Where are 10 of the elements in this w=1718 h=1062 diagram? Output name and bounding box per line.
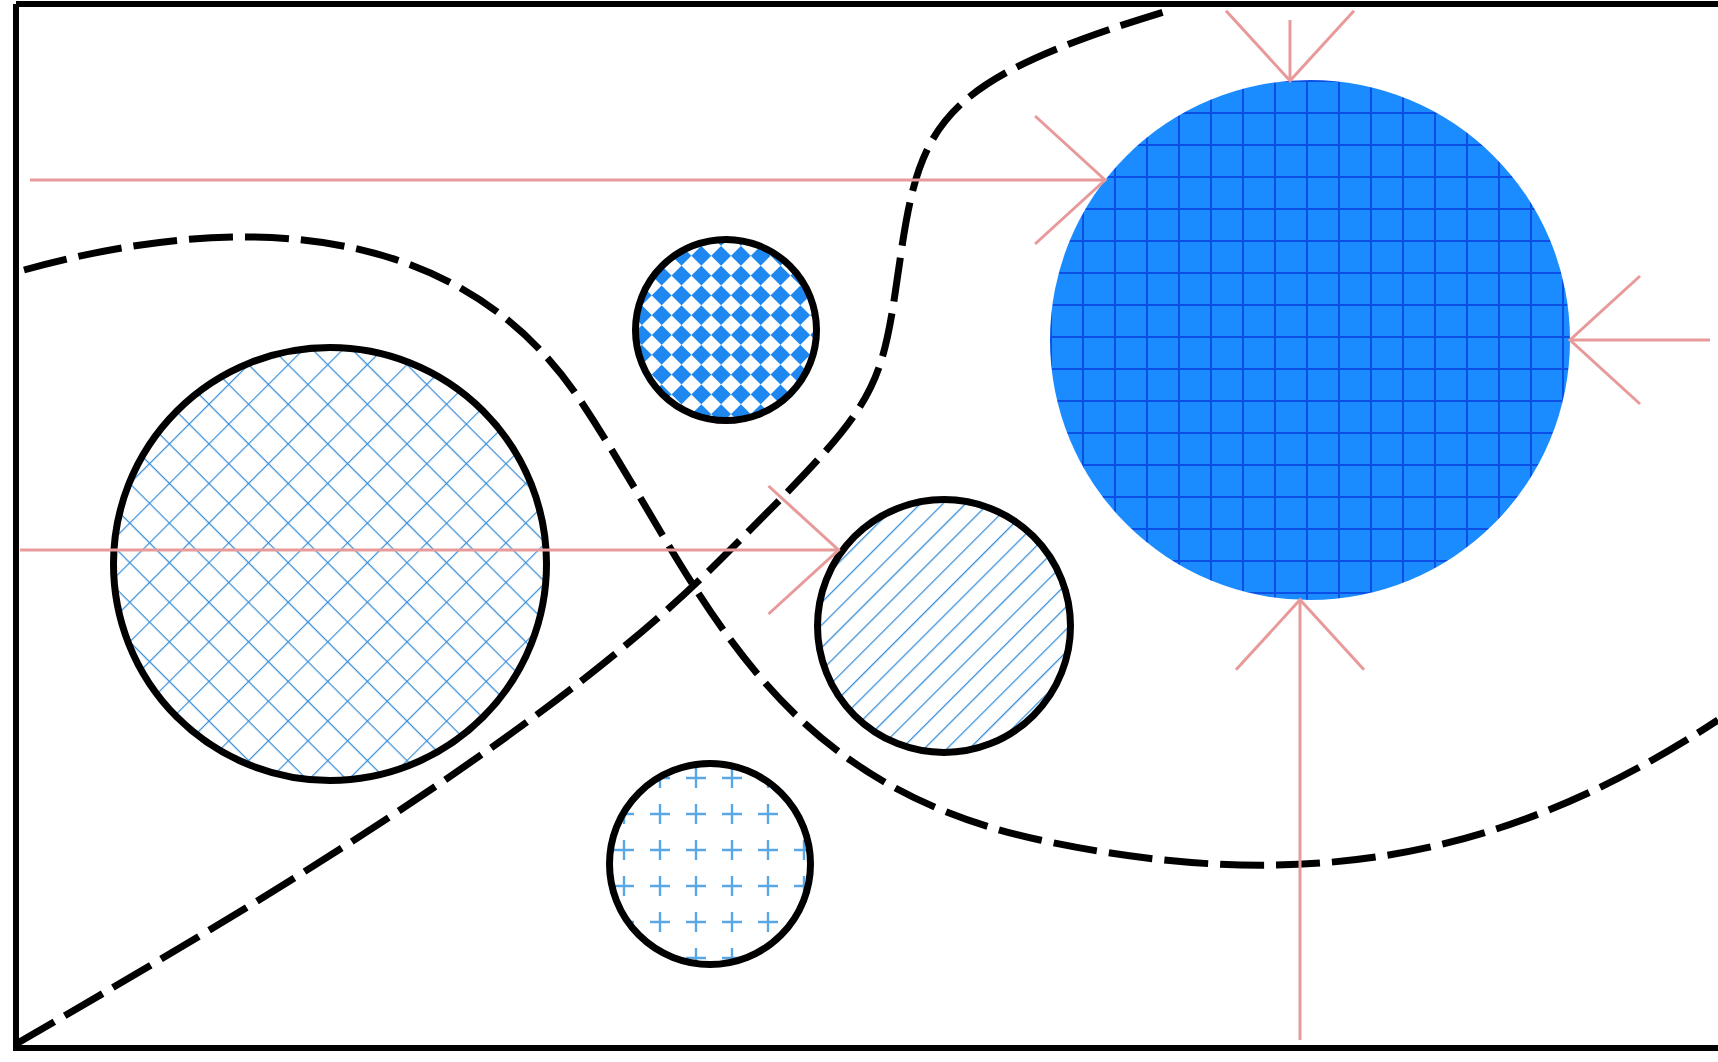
arrow [1224,9,1356,83]
crosshatched-circle [110,344,550,784]
plus-pattern-circle [606,760,814,968]
grid-circle [1050,80,1570,600]
arrow [1568,274,1710,406]
hatched-circle [814,496,1074,756]
arrow [1234,598,1366,1040]
checkered-circle [632,236,820,424]
arrow [20,484,841,616]
arrow [30,114,1107,246]
